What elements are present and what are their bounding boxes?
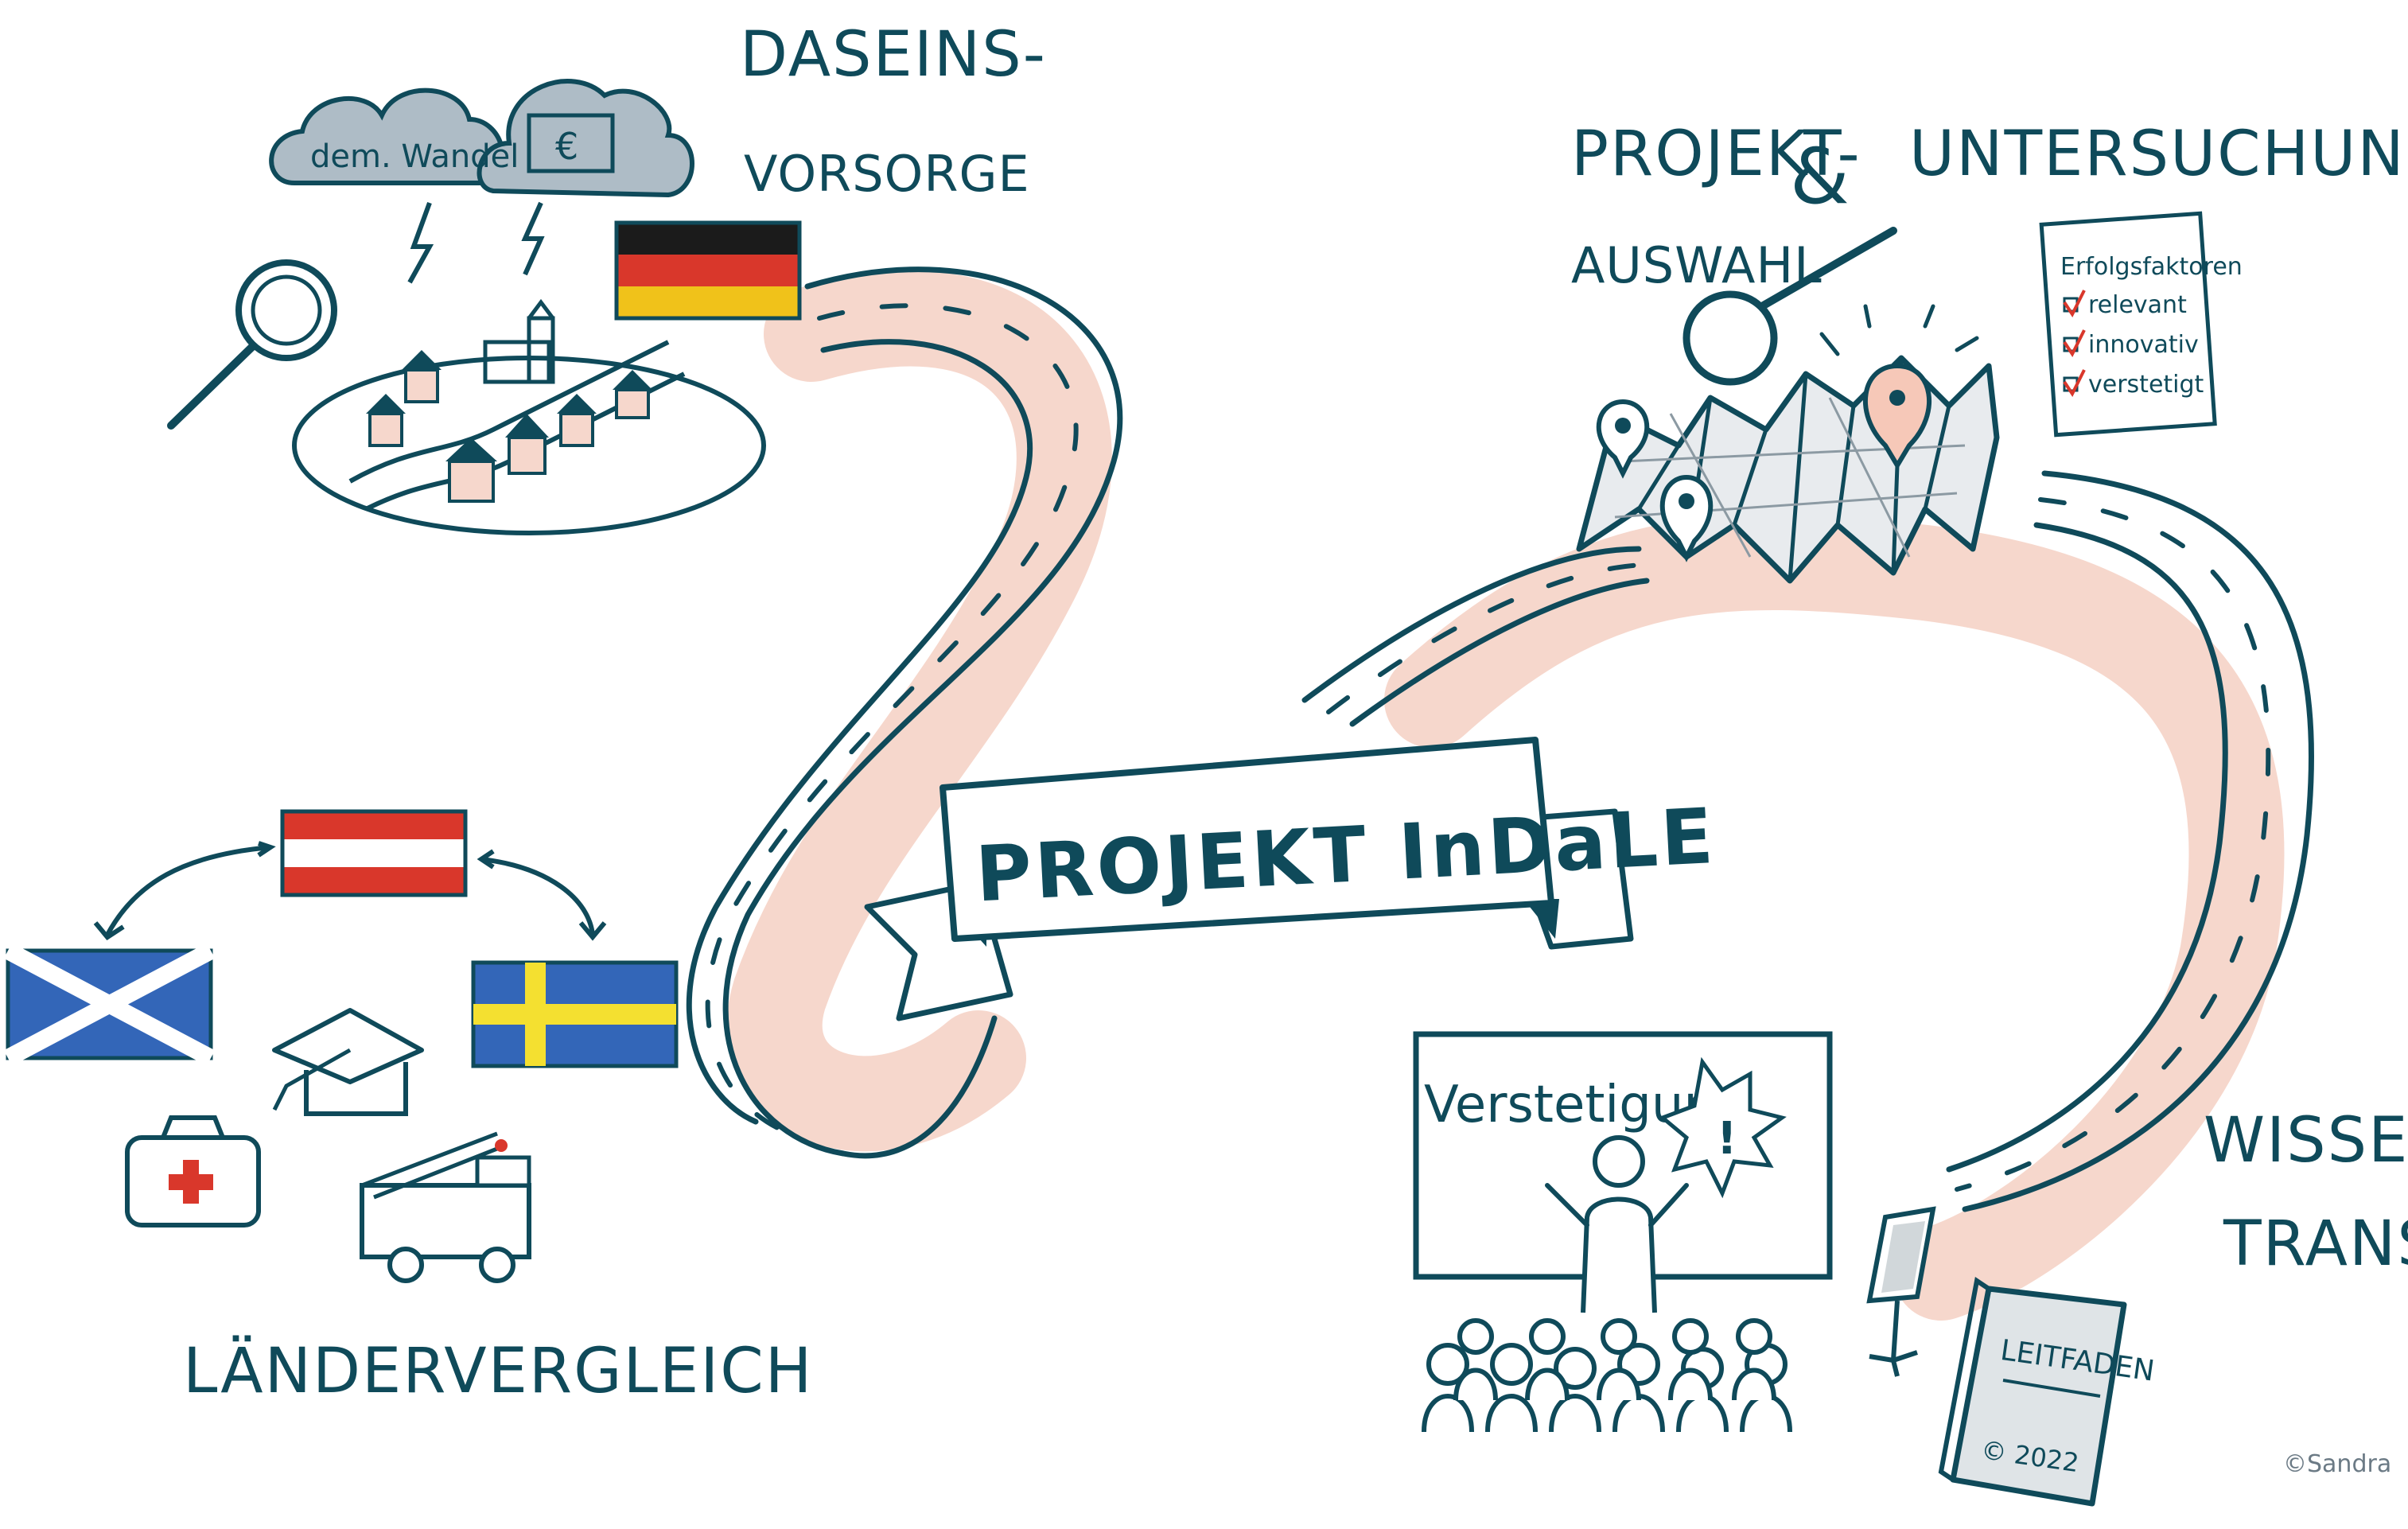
flag-scotland [3, 943, 216, 1066]
first-aid-kit-icon [125, 1115, 261, 1227]
daseinsvorsorge-section: DASEINS- VORSORGE dem. Wandel € [167, 19, 1047, 535]
pin-icon [1596, 399, 1650, 479]
flag-sweden [471, 960, 679, 1068]
wissenstransfer-label-2: TRANSFER [2223, 1208, 2408, 1280]
checklist-item-3: verstetigt [2088, 371, 2204, 399]
daseinsvorsorge-label-2: VORSORGE [744, 145, 1030, 203]
cloud-label-right: € [555, 125, 578, 168]
road-left-inner [686, 339, 1033, 1125]
money-icon [527, 113, 615, 173]
exclamation-mark: ! [1717, 1113, 1737, 1165]
checklist-item-1: relevant [2088, 291, 2187, 319]
speaker-icon [1545, 1135, 1689, 1313]
projektauswahl-label-2: AUSWAHL [1571, 236, 1823, 294]
title-banner: PROJEKT InDaLE [864, 737, 1718, 1021]
road-right-outer [1301, 546, 1642, 703]
magnifier-icon [1682, 290, 1778, 386]
graduation-cap-icon [272, 1008, 424, 1116]
village-icon [292, 298, 766, 535]
checklist-icon: Erfolgsfaktoren relevant innovativ verst… [2039, 211, 2243, 438]
road-right-center [1326, 562, 1645, 714]
comparison-arrow [480, 857, 595, 936]
road [686, 267, 2314, 1321]
flipchart-icon [1866, 1206, 1936, 1377]
banner-main [939, 737, 1554, 942]
lightning-icon [521, 201, 545, 276]
road-shadow-left [726, 270, 1112, 1152]
road-right-arc-outer [1962, 470, 2314, 1212]
flag-austria [280, 809, 468, 897]
road-right-inner [1349, 578, 1650, 727]
road-right-arc-center [1955, 497, 2271, 1192]
cloud-icon [477, 79, 694, 198]
checklist-item-2: innovativ [2088, 331, 2199, 359]
comparison-arrow [105, 845, 271, 936]
road-left-outer [722, 267, 1123, 1159]
pin-icon [1659, 474, 1714, 562]
projektauswahl-section: PROJEKT- AUSWAHL & UNTERSUCHUNG Erfolgsf… [1571, 119, 2408, 584]
laendervergleich-label: LÄNDERVERGLEICH [183, 1335, 813, 1407]
projektauswahl-label-1: PROJEKT- [1571, 119, 1861, 190]
road-right-arc-inner [1946, 522, 2228, 1173]
cloud-icon [269, 88, 505, 185]
book-icon: LEITFADEN © 2022 [1938, 1276, 2157, 1507]
checklist-title: Erfolgsfaktoren [2060, 253, 2243, 281]
road-left-center [705, 303, 1079, 1140]
credit-label: ©Sandra [2283, 1450, 2391, 1478]
laendervergleich-section: LÄNDERVERGLEICH [3, 809, 813, 1407]
wissenstransfer-label-1: WISSENS- [2204, 1105, 2408, 1177]
verstetigung-section: Verstetigung ! [1413, 1031, 2408, 1507]
banner-fold-right [1523, 899, 1559, 939]
pin-icon [1863, 363, 1931, 470]
audience-icon [1422, 1318, 1792, 1433]
flag-germany [614, 220, 802, 321]
lightning-icon [407, 201, 434, 284]
untersuchung-label: UNTERSUCHUNG [1909, 119, 2408, 190]
magnifier-icon [235, 259, 337, 361]
exclamation-burst-icon [1659, 1056, 1787, 1199]
cloud-label-left: dem. Wandel [310, 138, 519, 175]
fire-truck-icon [360, 1131, 531, 1283]
daseinsvorsorge-label-1: DASEINS- [740, 19, 1047, 91]
ampersand-label: & [1790, 132, 1850, 221]
